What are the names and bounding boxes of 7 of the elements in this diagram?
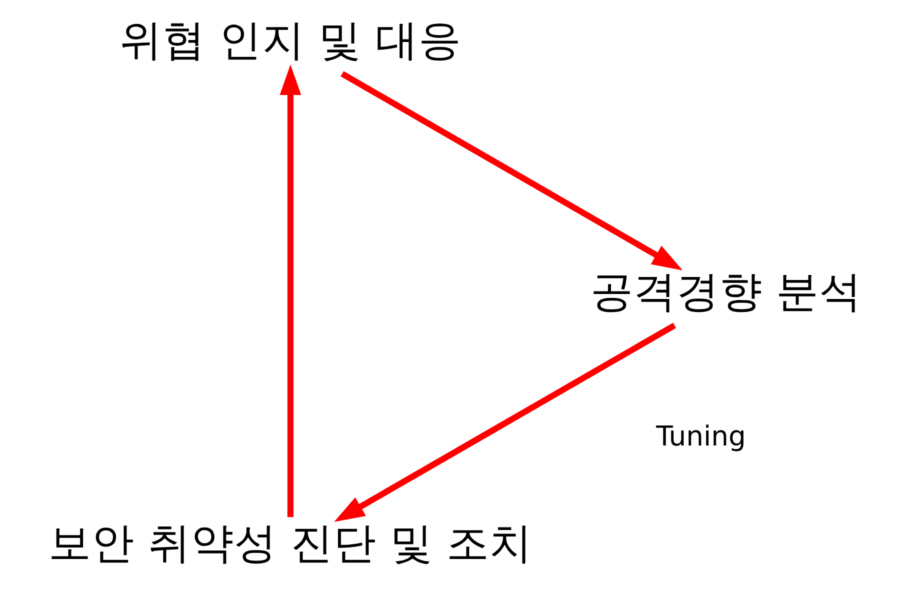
node-text: 보안 취약성 진단 및 조치 [48, 518, 532, 569]
node-text: 위협 인지 및 대응 [119, 15, 461, 66]
arrow [334, 322, 676, 522]
arrow [279, 64, 301, 518]
arrow [340, 71, 682, 270]
label: Tuning [656, 422, 746, 453]
node-text: 공격경향 분석 [590, 267, 862, 318]
